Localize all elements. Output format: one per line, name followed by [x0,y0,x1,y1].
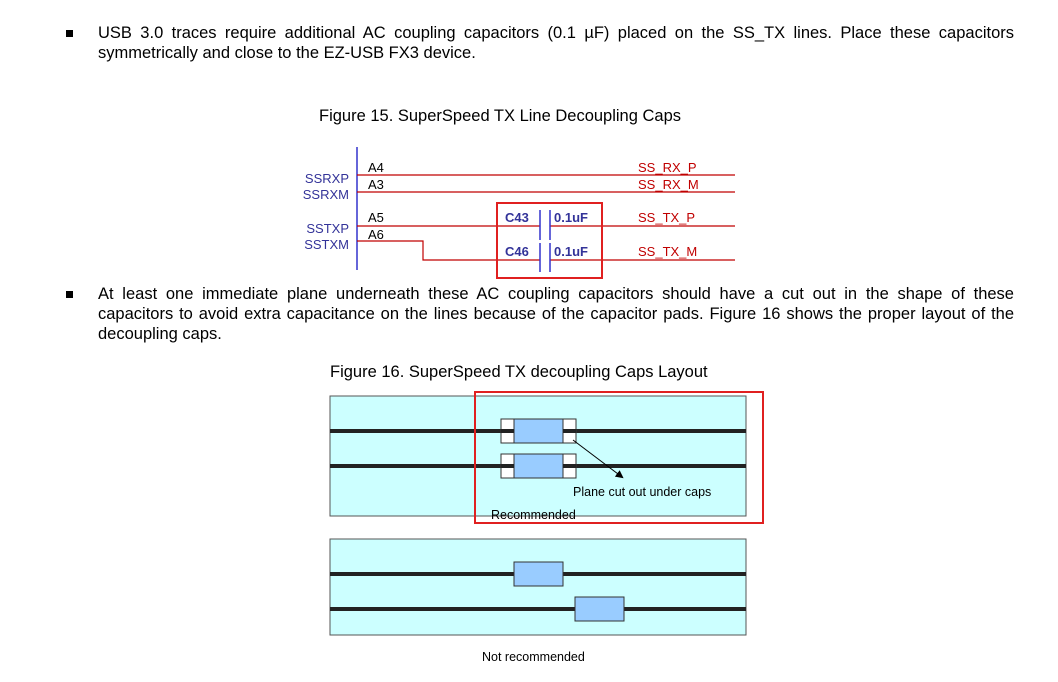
cap-c43-value: 0.1uF [554,210,588,225]
label-sstxp: SSTXP [306,221,349,236]
pin-a6: A6 [368,227,384,242]
pin-a5: A5 [368,210,384,225]
bullet-1 [66,30,73,37]
pin-a3: A3 [368,177,384,192]
net-ss-rx-p: SS_RX_P [638,160,697,175]
bullet-2 [66,291,73,298]
figure-15-caption: Figure 15. SuperSpeed TX Line Decoupling… [319,107,682,125]
recommended-label: Recommended [491,508,576,522]
annotation-arrow [572,439,624,479]
trace-ss-tx-m-left [357,240,540,261]
not-recommended-label: Not recommended [482,650,585,664]
recommended-highlight-box [474,391,764,524]
figure-15-schematic: SSRXP SSRXM SSTXP SSTXM A4 A3 A5 A6 C43 … [303,147,735,279]
cap-top-not-recommended [513,561,564,587]
label-ssrxm: SSRXM [303,187,349,202]
plane-cutout-annotation: Plane cut out under caps [573,485,711,499]
cap-bottom-not-recommended [574,596,625,622]
pin-a4: A4 [368,160,384,175]
cap-highlight-box [496,202,603,279]
paragraph-ac-coupling: USB 3.0 traces require additional AC cou… [98,24,1014,62]
cap-bottom-recommended [513,453,564,479]
not-recommended-board [329,538,747,636]
net-ss-rx-m: SS_RX_M [638,177,699,192]
cap-c43-ref: C43 [505,210,529,225]
cap-c46-value: 0.1uF [554,244,588,259]
net-ss-tx-p: SS_TX_P [638,210,695,225]
net-ss-tx-m: SS_TX_M [638,244,697,259]
figure-16-caption: Figure 16. SuperSpeed TX decoupling Caps… [330,363,708,381]
paragraph-plane-cutout: At least one immediate plane underneath … [98,285,1014,343]
label-sstxm: SSTXM [304,237,349,252]
label-ssrxp: SSRXP [305,171,349,186]
cap-c46-ref: C46 [505,244,529,259]
cap-top-recommended [513,418,564,444]
